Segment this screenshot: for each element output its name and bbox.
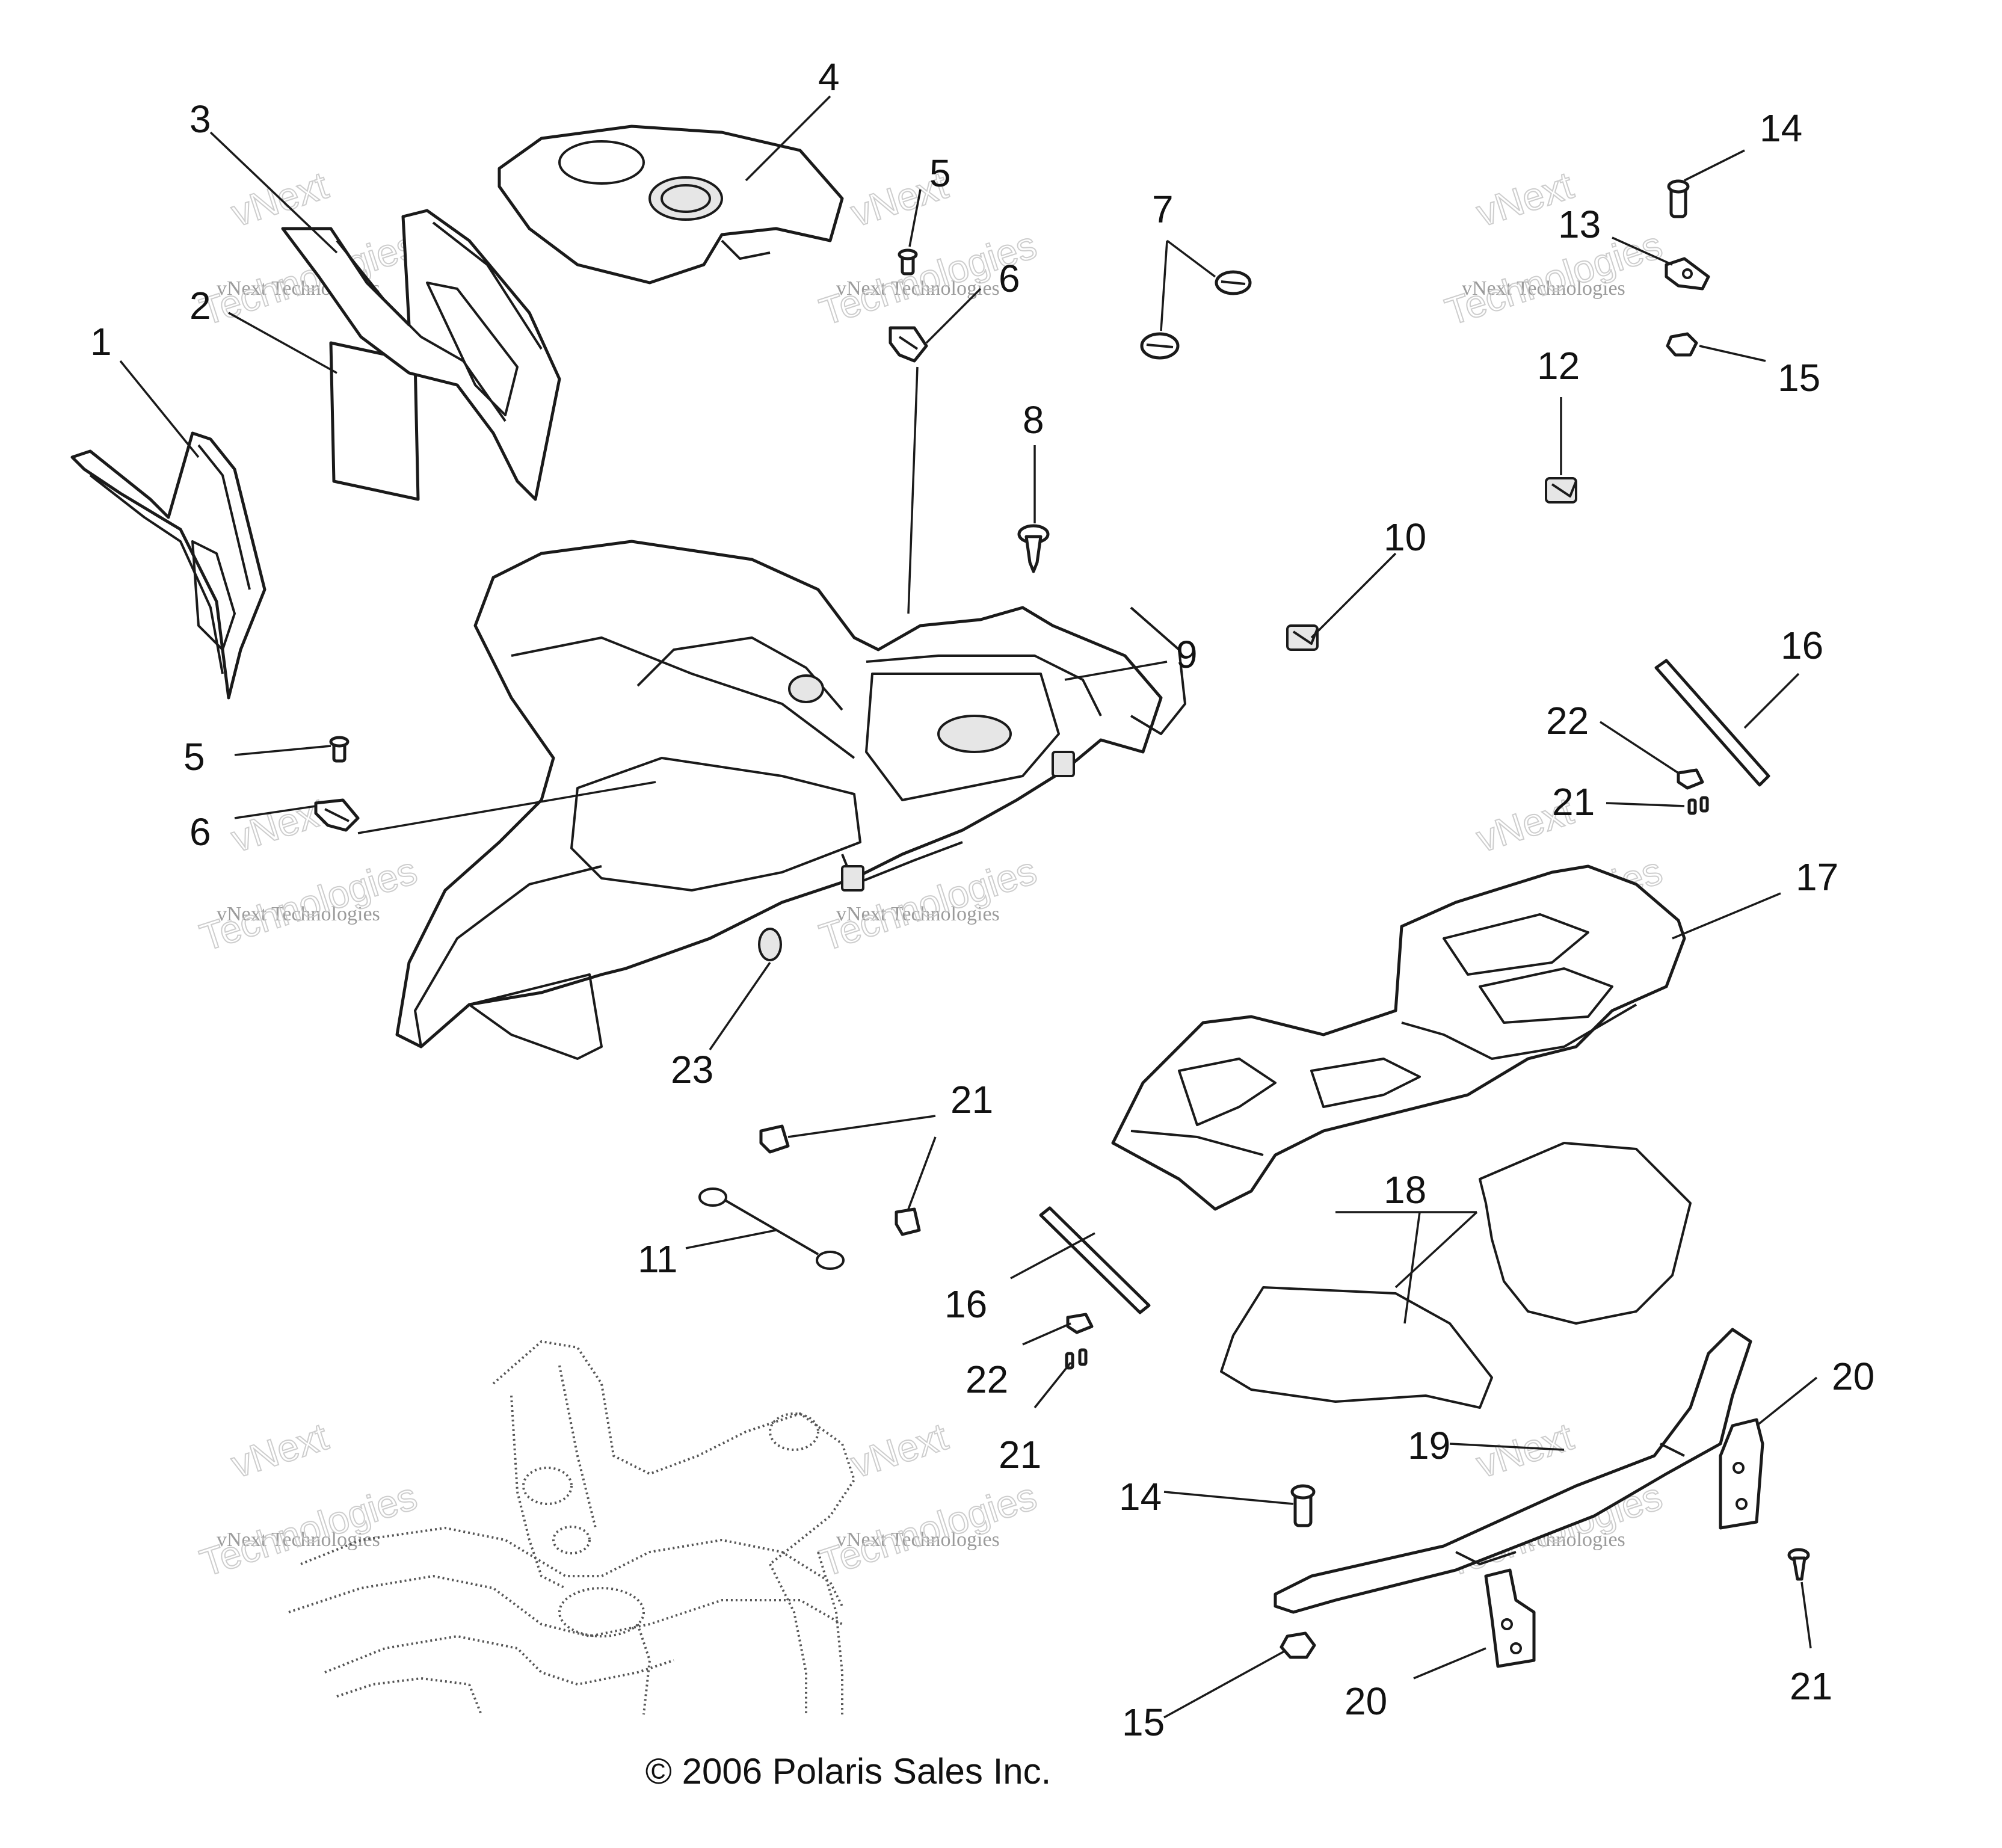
svg-text:vNext Technologies: vNext Technologies bbox=[1462, 277, 1625, 300]
watermark-3: vNext vNext Technologies Technologies bbox=[1440, 162, 1668, 334]
part-3-side-panel bbox=[281, 209, 561, 501]
watermark-4: vNext vNext Technologies Technologies bbox=[194, 788, 423, 959]
callout-19: 19 bbox=[1408, 1424, 1450, 1467]
part-22-clip-upper bbox=[1677, 768, 1704, 790]
svg-text:vNext: vNext bbox=[226, 1414, 333, 1486]
part-15-nut-upper bbox=[1666, 332, 1698, 357]
watermark-2: vNext vNext Technologies Technologies bbox=[814, 162, 1043, 334]
svg-text:vNext Technologies: vNext Technologies bbox=[836, 1529, 1000, 1551]
part-11-cable bbox=[698, 1187, 845, 1270]
callout-21-lower-right: 21 bbox=[1790, 1665, 1832, 1708]
part-8-rivet bbox=[1017, 524, 1050, 573]
part-13-bracket bbox=[1665, 257, 1710, 291]
svg-text:vNext Technologies: vNext Technologies bbox=[217, 903, 380, 925]
part-17-rack bbox=[1111, 864, 1686, 1211]
svg-text:vNext: vNext bbox=[846, 1414, 953, 1486]
callout-22-upper: 22 bbox=[1546, 699, 1589, 742]
frame-reference bbox=[288, 1340, 856, 1715]
callout-22-lower: 22 bbox=[966, 1358, 1008, 1401]
part-18-seals bbox=[1220, 1142, 1692, 1409]
part-20-bracket-lower bbox=[1484, 1568, 1536, 1668]
callout-14-lower: 14 bbox=[1119, 1475, 1162, 1518]
callout-20-right: 20 bbox=[1832, 1355, 1874, 1398]
callout-23: 23 bbox=[671, 1048, 713, 1091]
callout-15-lower: 15 bbox=[1122, 1701, 1165, 1744]
callout-18: 18 bbox=[1384, 1168, 1426, 1212]
part-6-clip-upper bbox=[889, 326, 928, 363]
callout-16-upper: 16 bbox=[1781, 624, 1823, 667]
callout-9: 9 bbox=[1176, 633, 1198, 676]
part-15-nut-lower bbox=[1280, 1631, 1316, 1659]
part-10-latch bbox=[1286, 624, 1319, 651]
part-23-hole bbox=[758, 928, 782, 961]
callout-15-upper: 15 bbox=[1778, 356, 1820, 399]
part-16-rod-upper bbox=[1654, 659, 1770, 787]
callout-3: 3 bbox=[189, 97, 211, 141]
part-7-plugs bbox=[1140, 270, 1252, 360]
callout-8: 8 bbox=[1023, 398, 1044, 442]
copyright-text: © 2006 Polaris Sales Inc. bbox=[645, 1751, 1052, 1791]
callout-1: 1 bbox=[90, 320, 112, 363]
part-21-screw-right bbox=[1787, 1548, 1810, 1581]
callout-12: 12 bbox=[1537, 344, 1580, 387]
part-20-bracket-right bbox=[1719, 1418, 1764, 1530]
callout-6-upper: 6 bbox=[999, 257, 1020, 300]
part-22-clip-lower bbox=[1066, 1313, 1094, 1334]
callout-14-upper: 14 bbox=[1760, 106, 1802, 150]
svg-text:vNext Technologies: vNext Technologies bbox=[217, 1529, 380, 1551]
watermark-7: vNext vNext Technologies Technologies bbox=[194, 1414, 423, 1585]
svg-text:vNext: vNext bbox=[226, 789, 333, 860]
part-14-bolt-lower bbox=[1290, 1484, 1316, 1527]
part-6-clip-left bbox=[314, 798, 360, 832]
part-12-latch bbox=[1545, 477, 1577, 504]
callout-10: 10 bbox=[1384, 516, 1426, 559]
part-14-bolt-upper bbox=[1667, 179, 1690, 218]
callout-7: 7 bbox=[1152, 188, 1174, 231]
callout-13: 13 bbox=[1558, 203, 1601, 246]
part-5-screw-left bbox=[329, 736, 350, 763]
callout-4: 4 bbox=[818, 55, 840, 99]
part-5-screw-upper bbox=[898, 248, 918, 276]
callout-16-lower: 16 bbox=[944, 1283, 987, 1326]
part-1-side-panel bbox=[70, 431, 266, 700]
callout-20-lower: 20 bbox=[1344, 1680, 1387, 1723]
callout-labels: 1 2 3 4 5 6 7 8 9 10 11 12 13 14 14 15 1… bbox=[90, 55, 1874, 1744]
callout-5-upper: 5 bbox=[929, 152, 951, 195]
callout-21-lower-center: 21 bbox=[999, 1433, 1041, 1476]
svg-text:vNext Technologies: vNext Technologies bbox=[836, 903, 1000, 925]
part-4-top-cover bbox=[497, 125, 844, 285]
leader-lines bbox=[119, 95, 1818, 1719]
callout-5-left: 5 bbox=[183, 735, 205, 778]
callout-6-left: 6 bbox=[189, 810, 211, 854]
part-19-bar bbox=[1274, 1328, 1752, 1614]
callout-21-mid: 21 bbox=[950, 1078, 993, 1121]
callout-11: 11 bbox=[638, 1237, 677, 1281]
part-21-fasteners-mid bbox=[759, 1124, 921, 1236]
callout-17: 17 bbox=[1796, 855, 1838, 899]
part-9-rear-body bbox=[395, 540, 1186, 1060]
part-21-pins-upper bbox=[1687, 796, 1709, 815]
part-16-rod-lower bbox=[1039, 1206, 1151, 1314]
callout-21-upper-right: 21 bbox=[1552, 780, 1595, 824]
callout-2: 2 bbox=[189, 284, 211, 327]
